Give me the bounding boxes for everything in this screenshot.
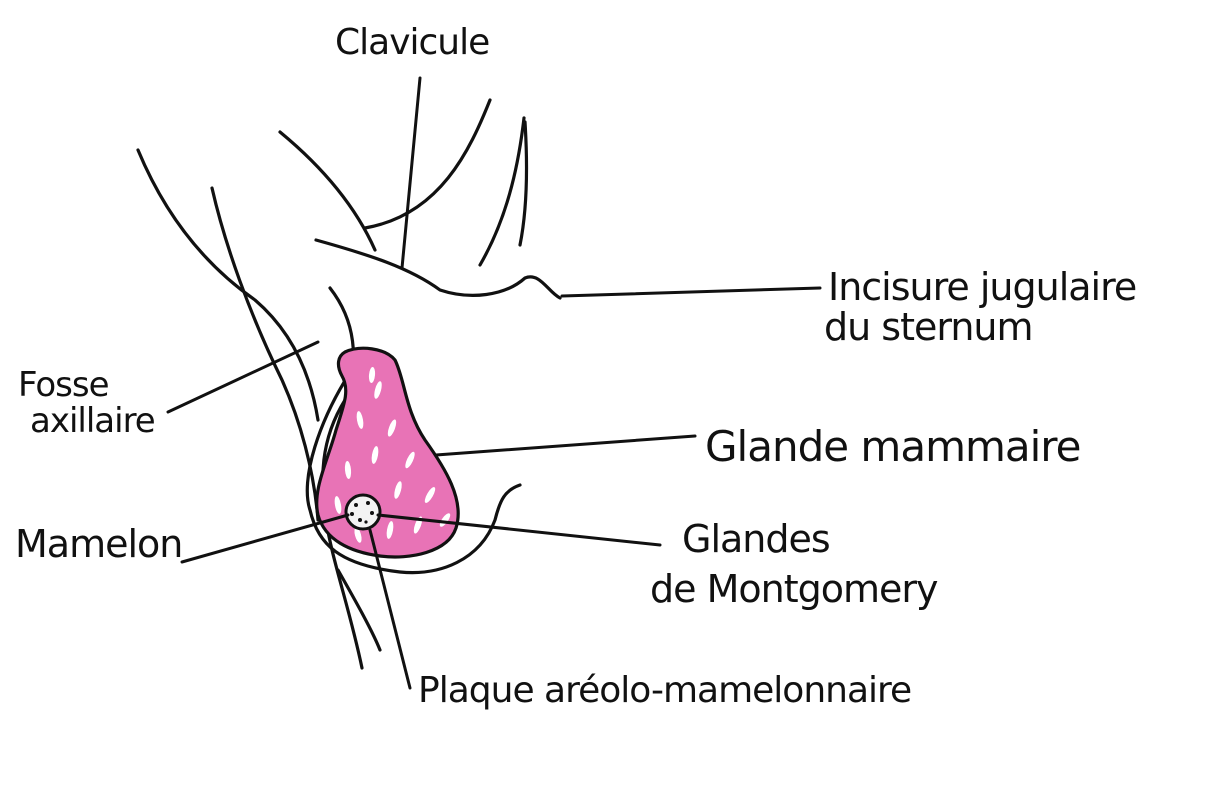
label-plaque-areolo-mamelonnaire: Plaque aréolo-mamelonnaire xyxy=(418,672,911,710)
areola-circle xyxy=(346,495,380,529)
label-glandes-montgomery: Glandes de Montgomery xyxy=(650,520,937,610)
label-incisure-line1: Incisure jugulaire xyxy=(828,268,1136,308)
arm-contour xyxy=(212,188,318,520)
neck-right-contour xyxy=(365,100,490,228)
leader-incisure xyxy=(562,288,820,296)
label-clavicule: Clavicule xyxy=(335,24,489,62)
label-clavicule-text: Clavicule xyxy=(335,24,489,62)
label-fosse-line1: Fosse xyxy=(18,368,155,404)
label-mamelon-text: Mamelon xyxy=(15,525,182,565)
label-fosse-line2: axillaire xyxy=(30,404,155,440)
leader-fosse xyxy=(168,342,318,412)
label-glande-text: Glande mammaire xyxy=(705,425,1081,469)
lower-arm-contour xyxy=(338,570,380,650)
label-glandes-line2: de Montgomery xyxy=(650,570,937,610)
label-incisure-line2: du sternum xyxy=(824,308,1136,348)
leader-glande xyxy=(436,436,695,455)
sternocleidomastoid-line xyxy=(480,118,524,265)
neck-left-contour xyxy=(280,132,375,250)
label-glandes-line1: Glandes xyxy=(682,520,937,560)
label-incisure-jugulaire: Incisure jugulaire du sternum xyxy=(828,268,1136,348)
label-plaque-text: Plaque aréolo-mamelonnaire xyxy=(418,672,911,710)
clavicle-shoulder-line xyxy=(316,240,560,298)
leader-clavicule xyxy=(402,78,420,268)
shoulder-outer-contour xyxy=(138,150,318,420)
label-fosse-axillaire: Fosse axillaire xyxy=(18,368,155,439)
label-mamelon: Mamelon xyxy=(15,525,182,565)
label-glande-mammaire: Glande mammaire xyxy=(705,425,1081,469)
mammary-gland-shape xyxy=(317,348,459,557)
